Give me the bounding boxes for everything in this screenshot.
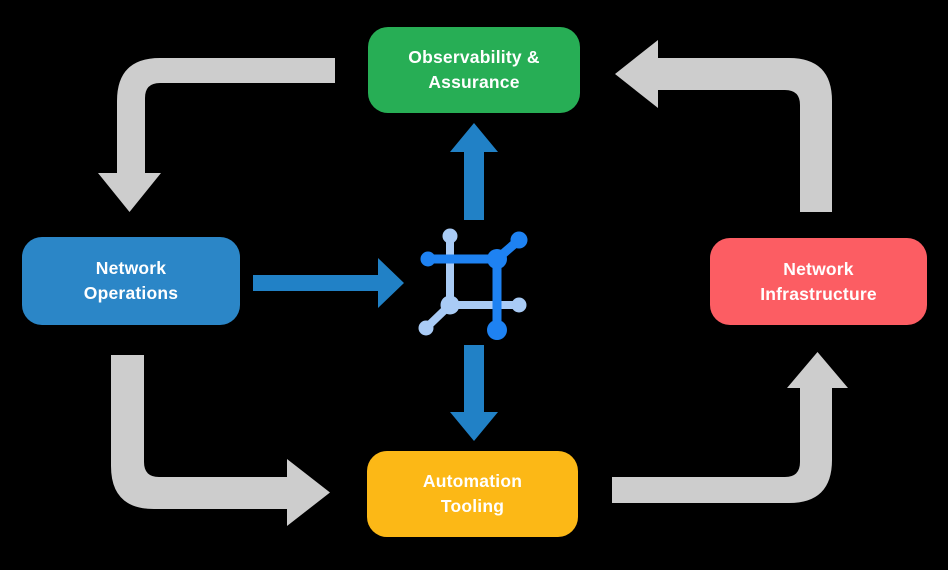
arrow-observability-to-operations (98, 58, 335, 212)
arrow-center-to-observability (450, 123, 498, 220)
arrow-operations-to-center (253, 258, 404, 308)
arrow-operations-to-automation (111, 355, 330, 526)
node-network-operations: Network Operations (22, 237, 240, 325)
arrow-automation-to-infrastructure (612, 352, 848, 503)
network-node-icon (418, 228, 528, 340)
arrow-center-to-automation (450, 345, 498, 441)
arrow-infrastructure-to-observability (615, 40, 832, 212)
node-network-infrastructure: Network Infrastructure (710, 238, 927, 325)
node-automation-tooling: Automation Tooling (367, 451, 578, 537)
node-observability-assurance: Observability & Assurance (368, 27, 580, 113)
